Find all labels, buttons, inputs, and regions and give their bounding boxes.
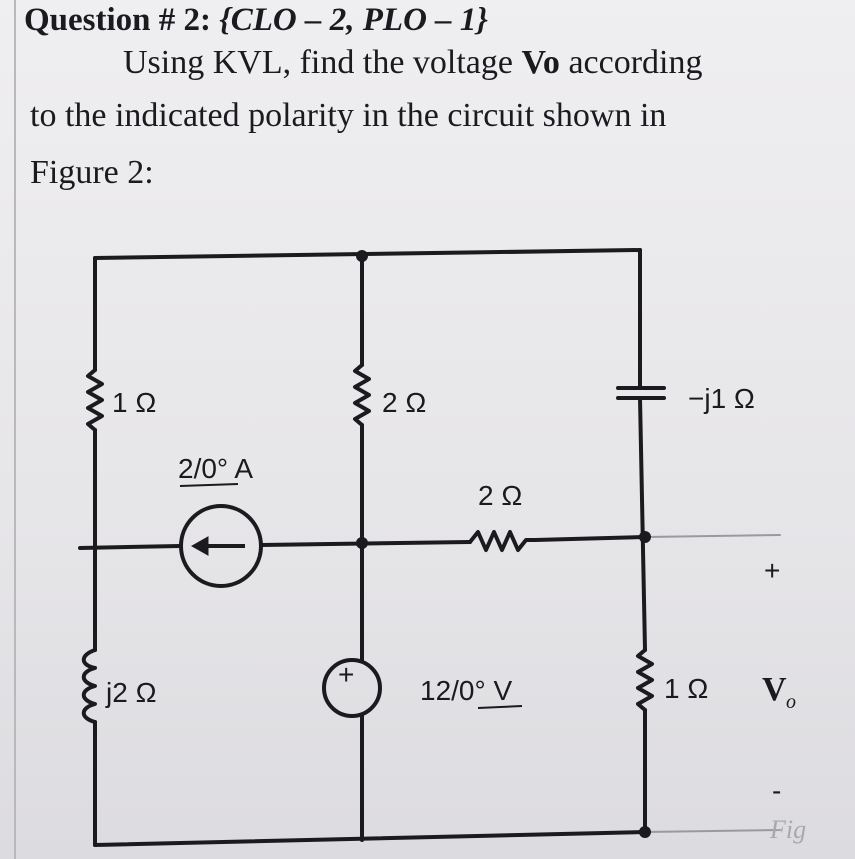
clo-plo-tag: {CLO – 2, PLO – 1}: [219, 2, 488, 38]
plus-sign-vo: +: [764, 555, 780, 586]
resistor-1-ohm-right: [636, 648, 654, 712]
node-right-middle: [639, 531, 651, 543]
phasor-underline-voltage: [477, 705, 523, 709]
question-line-1: Using KVL, find the voltage Vo according: [123, 44, 703, 81]
resistor-1-ohm-left: [86, 368, 104, 432]
corner-fig-text: Fig: [769, 815, 806, 844]
label-source-plus: +: [338, 659, 354, 690]
resistor-2-ohm-horizontal: [468, 530, 537, 552]
phasor-underline-current: [179, 483, 239, 487]
current-arrow-icon: [190, 536, 245, 556]
label-vo: V: [762, 671, 787, 708]
node-bottom-right: [639, 826, 651, 838]
label-r1: 1 Ω: [112, 387, 156, 418]
label-r2-vertical: 2 Ω: [382, 387, 426, 418]
minus-sign-vo: -: [772, 775, 781, 806]
wire-right-mid: [638, 396, 647, 652]
label-vo-subscript: o: [786, 691, 796, 713]
label-voltage-source: 12/0° V: [420, 675, 512, 706]
output-lead: [644, 534, 781, 833]
question-number: Question # 2:: [24, 2, 212, 38]
label-inductor: j2 Ω: [105, 677, 157, 708]
wire-bottom: [93, 830, 647, 847]
resistor-2-ohm-vertical: [353, 363, 371, 427]
label-current-source: 2/0° A: [178, 453, 253, 484]
wire-horizontal-middle: [78, 544, 182, 550]
inductor-j2-ohm: [81, 648, 97, 724]
node-top-middle: [356, 250, 368, 262]
voltage-source-12V: [322, 658, 382, 718]
label-r2-horizontal: 2 Ω: [478, 480, 522, 511]
wire-horizontal-middle-3: [533, 535, 647, 542]
node-center: [356, 537, 368, 549]
question-line-2: to the indicated polarity in the circuit…: [30, 97, 667, 134]
label-capacitor: −j1 Ω: [688, 383, 755, 414]
label-r-out: 1 Ω: [664, 673, 708, 704]
page-margin-line: [14, 0, 16, 859]
vo-term: Vo: [521, 44, 560, 81]
question-heading: Question # 2: {CLO – 2, PLO – 1}: [24, 2, 488, 39]
question-line-3: Figure 2:: [30, 154, 154, 191]
